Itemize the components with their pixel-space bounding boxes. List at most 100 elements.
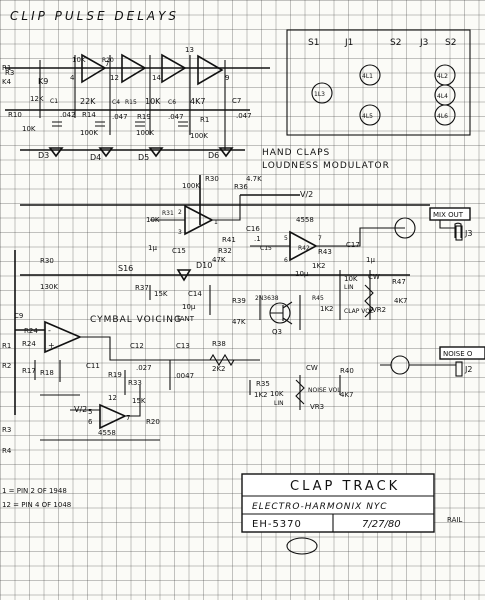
part-label: V/2 <box>74 405 87 414</box>
noise-out-tag <box>439 346 485 360</box>
part-label: R37 <box>135 284 149 292</box>
part-label: 5 <box>284 235 288 242</box>
noise-jack-label: J2 <box>464 365 472 374</box>
part-label: LIN <box>274 400 284 407</box>
margin-note: 1 = PIN 2 OF 1948 <box>2 487 67 495</box>
part-label: 100K <box>136 129 154 137</box>
part-label: C16 <box>246 225 260 233</box>
part-label: - <box>48 326 51 335</box>
part-label: D10 <box>196 261 212 270</box>
jack-label: S2 <box>445 38 456 48</box>
part-label: NOISE VOL <box>308 387 341 394</box>
part-label: 22K <box>80 97 96 106</box>
noise-jack <box>455 361 463 377</box>
part-label: C17 <box>346 241 360 249</box>
margin-note: RAIL <box>447 516 462 524</box>
jack-pin-label: 4L1 <box>362 73 373 80</box>
part-label: R43 <box>318 248 332 256</box>
part-label: R35 <box>256 380 270 388</box>
part-label: C9 <box>14 312 23 320</box>
title-block: CLAP TRACK ELECTRO-HARMONIX NYC EH-5370 … <box>241 473 435 555</box>
part-label: R3 <box>5 69 14 77</box>
handclaps-heading: HAND CLAPS <box>262 148 330 158</box>
diode-label: D5 <box>138 153 149 162</box>
jack-pin-label: 4L5 <box>362 113 373 120</box>
jack-panel <box>286 29 471 136</box>
part-label: C15 <box>260 245 272 252</box>
part-label: 1K2 <box>320 305 334 313</box>
title-block-model: EH-5370 <box>252 519 302 530</box>
part-label: 1 <box>214 219 218 226</box>
jack-pin-label: 4L4 <box>437 93 448 100</box>
title-block-company: ELECTRO-HARMONIX NYC <box>252 502 388 512</box>
part-label: 12 <box>110 74 119 82</box>
jack-label: J1 <box>344 38 353 48</box>
part-label: CLAP VOL <box>344 308 374 315</box>
part-label: R42 <box>298 245 310 252</box>
part-label: R20 <box>102 57 114 64</box>
middle-wiring <box>20 175 462 330</box>
part-label: R30 <box>40 257 54 265</box>
jack-pin <box>311 82 333 104</box>
part-label: R18 <box>40 369 54 377</box>
part-label: LIN <box>344 284 354 291</box>
part-label: 1K2 <box>254 391 268 399</box>
part-label: 10K <box>22 125 36 133</box>
margin-note: 12 = PIN 4 OF 1048 <box>2 501 71 509</box>
part-label: 47K <box>212 256 226 264</box>
part-label: C15 <box>172 247 186 255</box>
lower-wiring <box>14 250 341 441</box>
part-label: R47 <box>392 278 406 286</box>
part-label: S16 <box>118 264 133 273</box>
mix-jack-label: J3 <box>464 229 472 238</box>
part-label: 1µ <box>366 256 375 264</box>
part-label: R10 <box>8 111 22 119</box>
noise-out-label: NOISE O <box>443 350 473 358</box>
jack-pin-label: 4L2 <box>437 73 448 80</box>
part-label: 10K <box>145 97 161 106</box>
part-label: 4K7 <box>394 297 408 305</box>
part-label: + <box>48 341 55 350</box>
part-label: 10µ <box>295 270 309 278</box>
part-label: 3 <box>178 229 182 236</box>
title-block-frame <box>241 473 435 533</box>
part-label: R30 <box>205 175 219 183</box>
part-label: R33 <box>128 379 142 387</box>
part-label: .1 <box>254 235 261 243</box>
mix-out-tag <box>429 207 471 221</box>
part-label: C1 <box>50 98 58 105</box>
part-label: 1K2 <box>312 262 326 270</box>
part-label: R41 <box>222 236 236 244</box>
part-label: R17 <box>22 367 36 375</box>
part-label: R15 <box>125 99 137 106</box>
part-label: C6 <box>168 99 176 106</box>
margin-note: R3 <box>2 426 11 434</box>
part-label: 2K2 <box>212 365 226 373</box>
diode-label: D3 <box>38 151 49 160</box>
part-label: C4 <box>112 99 120 106</box>
jack-pin-label: 1L3 <box>314 91 325 98</box>
top-row-diodes: D3 D4 D5 D6 <box>38 147 234 162</box>
part-label: R20 <box>146 418 160 426</box>
part-label: 7 <box>318 235 322 242</box>
part-label: 7 <box>126 414 130 422</box>
middle-labels: R30 100K R36 4.7K V/2 R31 10K 2 3 1 C15 … <box>118 175 408 336</box>
part-label: 12K <box>30 95 44 103</box>
part-label: VR2 <box>372 306 386 314</box>
jack-label: J3 <box>419 38 428 48</box>
part-label: .0047 <box>174 372 194 380</box>
mix-out-label: MIX OUT <box>433 211 464 219</box>
part-label: 4K7 <box>190 97 205 106</box>
part-label: CW <box>368 273 380 281</box>
part-label: 13 <box>185 46 194 54</box>
part-label: TANT <box>175 315 195 323</box>
jack-pin <box>434 104 456 126</box>
part-label: .047 <box>168 113 184 121</box>
part-label: 4558 <box>296 216 314 224</box>
diode-label: D4 <box>90 153 101 162</box>
jack-pin-label: 4L6 <box>437 113 448 120</box>
part-label: 100K <box>80 129 98 137</box>
part-label: R24 <box>24 327 38 335</box>
lower-labels: R30 130K R24 C9 R24 - + R17 R18 C11 C12 … <box>14 257 354 437</box>
